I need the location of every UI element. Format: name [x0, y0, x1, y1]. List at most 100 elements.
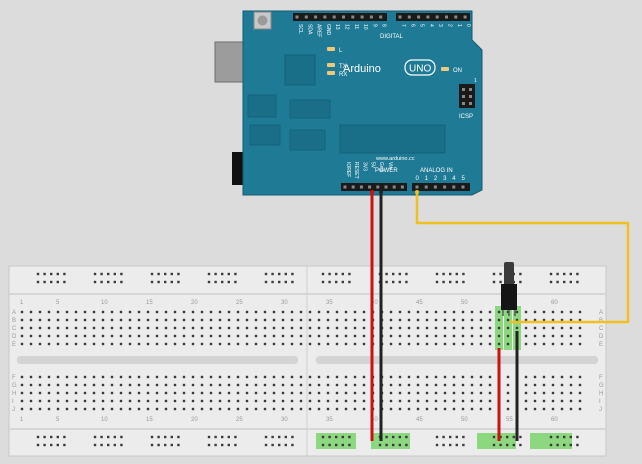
column-number: 60 — [551, 300, 558, 306]
column-number: 25 — [236, 417, 243, 423]
column-number: 1 — [20, 417, 24, 423]
row-letter: C — [12, 326, 17, 332]
column-number: 10 — [101, 417, 108, 423]
analog-label: ANALOG IN — [420, 168, 453, 174]
digital-pin-label: 2 — [447, 24, 453, 27]
column-number: 45 — [416, 300, 423, 306]
row-letter: G — [599, 383, 604, 389]
column-number: 30 — [281, 417, 288, 423]
analog-pin-label: 4 — [452, 176, 456, 182]
digital-pin-label: GND — [325, 24, 331, 36]
column-number: 15 — [146, 300, 153, 306]
led-rx-label: RX — [339, 72, 347, 78]
icsp-header — [459, 84, 475, 108]
header-pin — [323, 15, 327, 19]
row-letter: D — [12, 334, 17, 340]
digital-pin-label: 5 — [419, 24, 425, 27]
column-number: 40 — [371, 417, 378, 423]
header-pin — [342, 15, 345, 19]
digital-pin-label: 13 — [334, 24, 340, 30]
row-letter: A — [12, 310, 16, 316]
power-pin-label: Gnd — [378, 162, 384, 172]
digital-pin-label: 3 — [437, 24, 443, 27]
row-letter: J — [12, 407, 15, 413]
row-letter: F — [599, 375, 603, 381]
row-letter: B — [12, 318, 16, 324]
led-tx — [327, 63, 335, 67]
center-channel — [17, 356, 298, 364]
led-rx — [327, 71, 335, 75]
row-letter: C — [599, 326, 604, 332]
row-letter: J — [599, 407, 602, 413]
column-number: 10 — [101, 300, 108, 306]
row-letter: I — [599, 399, 601, 405]
header-pin — [295, 15, 299, 19]
digital-pin-label: 10 — [362, 24, 368, 30]
header-pin — [398, 15, 402, 19]
row-letter: F — [12, 375, 16, 381]
header-pin — [369, 15, 373, 19]
power-pin-label: IOREF — [345, 162, 351, 177]
digital-pin-label: 8 — [381, 24, 387, 27]
column-number: 50 — [461, 300, 468, 306]
led-tx-label: TX — [339, 64, 347, 70]
digital-pin-label: AREF — [316, 24, 322, 37]
digital-pin-label: 0 — [465, 24, 471, 27]
header-pin — [351, 185, 355, 189]
header-pins — [295, 15, 467, 19]
header-pin — [433, 185, 437, 189]
header-pin — [424, 185, 428, 189]
header-pin — [454, 15, 458, 19]
column-numbers: 1155101015152020252530303535404045455050… — [20, 300, 558, 423]
header-pin — [332, 15, 336, 19]
header-pin — [400, 185, 404, 189]
header-pin — [304, 15, 308, 19]
header-pin — [343, 185, 347, 189]
digital-header-left — [293, 13, 387, 21]
header-pin — [379, 15, 383, 19]
row-letter: A — [599, 310, 603, 316]
power-pin-label: RESET — [353, 162, 359, 179]
analog-pin-label: 1 — [425, 176, 429, 182]
column-number: 5 — [56, 300, 60, 306]
header-pin — [443, 185, 447, 189]
header-pin — [384, 185, 388, 189]
column-number: 35 — [326, 300, 333, 306]
digital-pin-label: 12 — [344, 24, 350, 30]
column-number: 45 — [416, 417, 423, 423]
row-letter: H — [12, 391, 16, 397]
digital-pin-label: 9 — [371, 24, 377, 27]
potentiometer-shaft — [504, 262, 514, 286]
potentiometer — [501, 262, 517, 316]
column-number: 60 — [551, 417, 558, 423]
column-number: 20 — [191, 300, 198, 306]
row-letter: H — [599, 391, 603, 397]
analog-pin-label: 3 — [443, 176, 447, 182]
header-pin — [445, 15, 448, 19]
column-number: 35 — [326, 417, 333, 423]
digital-pin-label: 7 — [400, 24, 406, 27]
column-number: 1 — [20, 300, 24, 306]
power-pin-label: 5V — [370, 162, 376, 169]
header-pin — [417, 15, 421, 19]
column-number: 40 — [371, 300, 378, 306]
row-letter: E — [599, 342, 603, 348]
digital-pin-label: 1 — [456, 24, 462, 27]
header-pin — [360, 15, 364, 19]
header-pin — [314, 15, 318, 19]
header-pin — [407, 15, 411, 19]
chip-main — [339, 124, 446, 154]
digital-pin-label: SDA — [306, 24, 312, 35]
wires — [370, 190, 630, 441]
digital-pin-label: 4 — [428, 24, 434, 27]
header-pin — [415, 185, 419, 189]
column-number: 5 — [56, 417, 60, 423]
led-l — [327, 47, 335, 51]
column-number: 15 — [146, 417, 153, 423]
column-number: 50 — [461, 417, 468, 423]
row-letter: E — [12, 342, 16, 348]
brand-label: Arduino — [343, 63, 381, 75]
